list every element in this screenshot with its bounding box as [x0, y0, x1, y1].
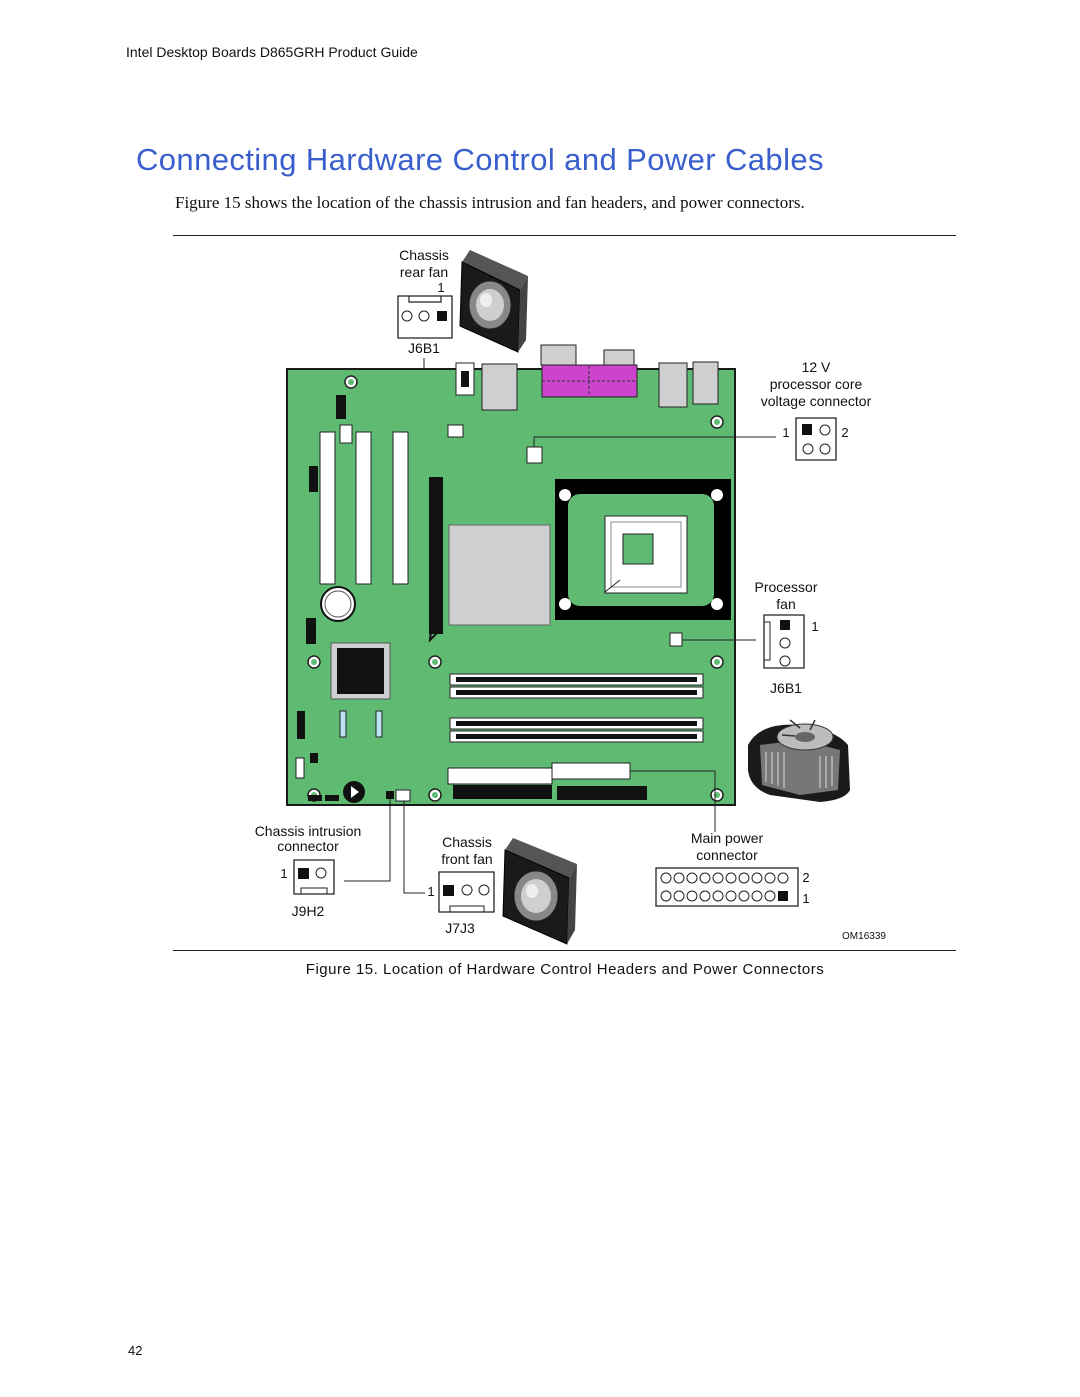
- motherboard-figure: Chassis rear fan 1 J6B1: [255, 247, 886, 945]
- front-fan-pin: 1: [427, 884, 434, 899]
- figure-top-rule: [173, 235, 956, 236]
- agp-slot: [429, 477, 443, 634]
- figure-bottom-rule: [173, 950, 956, 951]
- proc-fan-label-line1: Processor: [754, 579, 817, 595]
- proc-fan-label-line2: fan: [776, 596, 795, 612]
- intrusion-ref: J9H2: [292, 903, 325, 919]
- vcore-pin-left: 1: [782, 425, 789, 440]
- figure-caption: Figure 15. Location of Hardware Control …: [305, 961, 825, 978]
- main-power-group: Main power connector 2 1: [630, 770, 810, 907]
- main-power-pins: [660, 872, 789, 902]
- main-power-pin: [751, 890, 763, 902]
- main-power-pin: [751, 872, 763, 884]
- dimm-slots: [449, 673, 704, 743]
- main-power-pin: [673, 890, 685, 902]
- section-title: Connecting Hardware Control and Power Ca…: [136, 142, 824, 177]
- main-power-pin: [738, 872, 750, 884]
- main-power-pin: [778, 891, 788, 901]
- main-power-pin: [712, 890, 724, 902]
- main-power-label-line2: connector: [696, 847, 758, 863]
- pci-slots: [319, 431, 409, 585]
- vcore-board-header: [526, 446, 543, 464]
- rear-fan-label-line1: Chassis: [399, 247, 449, 263]
- chipset: [448, 524, 551, 626]
- main-power-pin: [725, 872, 737, 884]
- vcore-group: 12 V processor core voltage connector 1 …: [533, 359, 872, 461]
- intrusion-pin: 1: [280, 866, 287, 881]
- main-power-board-connector: [551, 762, 631, 780]
- intrusion-label-line2: connector: [277, 838, 339, 854]
- front-fan-group: Chassis front fan 1 J7J3: [403, 801, 577, 945]
- main-power-pin: [777, 872, 789, 884]
- processor-socket: [555, 479, 731, 620]
- front-fan-ref: J7J3: [445, 920, 475, 936]
- main-power-pin: [660, 872, 672, 884]
- main-power-pin: [699, 890, 711, 902]
- proc-fan-board-header: [669, 632, 683, 647]
- main-power-pin: [738, 890, 750, 902]
- intrusion-group: Chassis intrusion connector 1 J9H2: [255, 799, 391, 919]
- io-panel: [455, 344, 719, 411]
- front-fan-label-line2: front fan: [441, 851, 492, 867]
- running-header: Intel Desktop Boards D865GRH Product Gui…: [126, 44, 418, 60]
- intrusion-board-header: [386, 791, 394, 799]
- vcore-pin-right: 2: [841, 425, 848, 440]
- main-power-pin-bottom: 1: [802, 891, 809, 906]
- intrusion-label-line1: Chassis intrusion: [255, 823, 362, 839]
- main-power-pin-top: 2: [802, 870, 809, 885]
- main-power-pin: [660, 890, 672, 902]
- intro-paragraph: Figure 15 shows the location of the chas…: [175, 193, 805, 212]
- main-power-pin: [725, 890, 737, 902]
- front-fan-label-line1: Chassis: [442, 834, 492, 850]
- proc-fan-pin: 1: [811, 619, 818, 634]
- front-fan-board-header: [395, 789, 411, 802]
- rear-fan-board-header: [447, 424, 464, 438]
- main-power-pin: [686, 890, 698, 902]
- main-power-pin: [764, 872, 776, 884]
- figure-id: OM16339: [842, 931, 886, 942]
- main-power-pin: [699, 872, 711, 884]
- main-power-pin: [764, 890, 776, 902]
- vcore-label-line3: voltage connector: [761, 393, 872, 409]
- main-power-pin: [712, 872, 724, 884]
- main-power-pin: [673, 872, 685, 884]
- proc-fan-group: Processor fan 1 J6B1: [682, 579, 850, 802]
- page-number: 42: [128, 1343, 143, 1358]
- processor-fan-icon: [748, 719, 850, 802]
- chassis-rear-fan-group: Chassis rear fan 1 J6B1: [397, 247, 528, 433]
- main-power-pin: [686, 872, 698, 884]
- rear-fan-ref: J6B1: [408, 340, 440, 356]
- motherboard: [286, 344, 736, 806]
- main-power-label-line1: Main power: [691, 830, 764, 846]
- vcore-label-line2: processor core: [770, 376, 863, 392]
- rear-fan-header: [397, 295, 453, 339]
- rear-fan-pin-label: 1: [437, 280, 444, 295]
- rear-fan-label-line2: rear fan: [400, 264, 448, 280]
- rear-fan-icon: [459, 250, 528, 353]
- proc-fan-ref: J6B1: [770, 680, 802, 696]
- vcore-label-line1: 12 V: [802, 359, 831, 375]
- front-fan-icon: [502, 838, 577, 945]
